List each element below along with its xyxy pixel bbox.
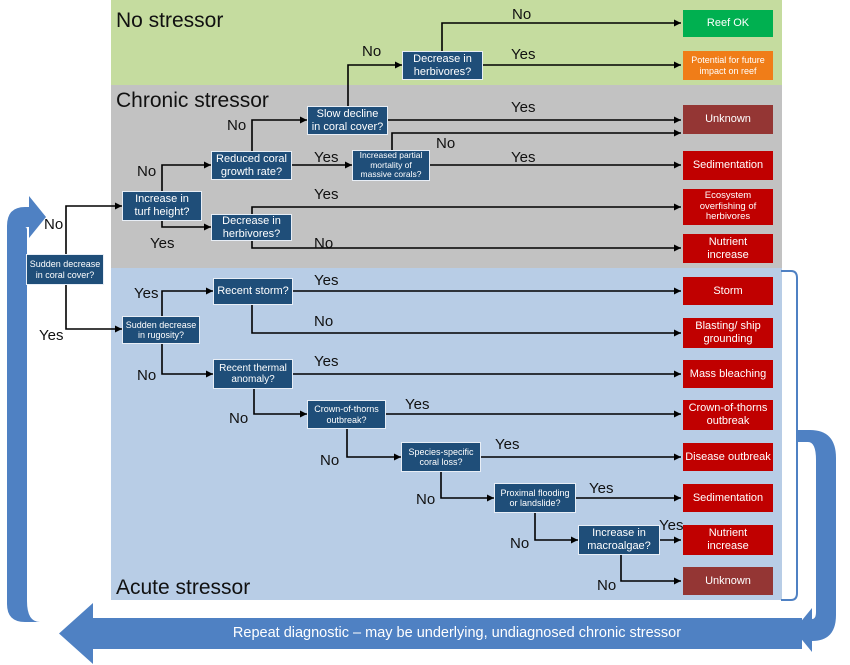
outcome-sedimentation-chronic: Sedimentation (683, 151, 773, 180)
outcome-storm: Storm (683, 277, 773, 305)
edge-label-yes: Yes (495, 436, 520, 453)
edge-label-no: No (512, 6, 532, 23)
edge-label-no: No (320, 452, 340, 469)
edge-label-yes: Yes (511, 149, 536, 166)
outcome-reef-ok: Reef OK (683, 10, 773, 37)
repeat-diagnostic-text: Repeat diagnostic – may be underlying, u… (232, 625, 682, 641)
loop-bracket-right (781, 270, 798, 601)
acute-stressor-zone (111, 268, 782, 600)
question-turf-height: Increase in turf height? (122, 191, 202, 221)
edge-flooding-to-macroalgae (534, 513, 578, 544)
edge-label-no: No (597, 577, 617, 594)
outcome-mass-bleaching: Mass bleaching (683, 360, 773, 388)
edge-label-no: No (227, 117, 247, 134)
edge-rugosity-to-thermal (161, 344, 213, 378)
edge-label-no: No (314, 313, 334, 330)
edge-label-yes: Yes (589, 480, 614, 497)
edge-label-yes: Yes (314, 353, 339, 370)
question-cots-outbreak: Crown-of-thorns outbreak? (307, 400, 386, 429)
edge-label-yes: Yes (314, 149, 339, 166)
edge-growth-to-decline (251, 116, 307, 151)
edge-storm-to-blasting (251, 305, 681, 337)
edge-label-yes: Yes (405, 396, 430, 413)
loop-arrow-bottom (59, 603, 802, 664)
edge-label-yes: Yes (659, 517, 684, 534)
edge-label-no: No (510, 535, 530, 552)
outcome-disease: Disease outbreak (683, 443, 773, 471)
edge-herbivores-to-nutrient (251, 241, 681, 252)
acute-stressor-label: Acute stressor (116, 576, 251, 599)
question-thermal-anomaly: Recent thermal anomaly? (213, 359, 293, 389)
edge-label-yes: Yes (134, 285, 159, 302)
edge-turf-to-growth (161, 161, 211, 191)
edge-coral-to-turf (65, 202, 122, 254)
edge-label-yes: Yes (39, 327, 64, 344)
edge-label-no: No (137, 367, 157, 384)
edge-species-to-flooding (440, 472, 494, 502)
edge-turf-to-herbivores (161, 221, 211, 231)
edge-partial-to-unknown (391, 129, 681, 150)
question-sudden-coral-cover: Sudden decrease in coral cover? (26, 254, 104, 285)
question-species-loss: Species-specific coral loss? (401, 442, 481, 472)
edge-label-no: No (44, 216, 64, 233)
question-herbivores-top: Decrease in herbivores? (402, 51, 483, 80)
outcome-unknown-chronic: Unknown (683, 105, 773, 134)
edge-decline-to-herbivores (347, 61, 402, 106)
edge-label-no: No (314, 235, 334, 252)
question-macroalgae: Increase in macroalgae? (578, 525, 660, 555)
edge-label-no: No (362, 43, 382, 60)
outcome-unknown-acute: Unknown (683, 567, 773, 595)
edge-label-no: No (416, 491, 436, 508)
outcome-overfishing: Ecosystem overfishing of herbivores (683, 189, 773, 225)
edge-label-yes: Yes (150, 235, 175, 252)
outcome-future-impact: Potential for future impact on reef (683, 51, 773, 80)
edge-label-yes: Yes (314, 186, 339, 203)
question-herbivores-mid: Decrease in herbivores? (211, 214, 292, 241)
edge-label-yes: Yes (314, 272, 339, 289)
question-rugosity: Sudden decrease in rugosity? (122, 316, 200, 344)
outcome-blasting: Blasting/ ship grounding (683, 318, 773, 348)
question-flooding-landslide: Proximal flooding or landslide? (494, 483, 576, 513)
edge-rugosity-to-storm (161, 287, 213, 316)
outcome-sedimentation-acute: Sedimentation (683, 484, 773, 512)
outcome-nutrient-acute: Nutrient increase (683, 525, 773, 555)
question-partial-mortality: Increased partial mortality of massive c… (352, 150, 430, 181)
edge-label-yes: Yes (511, 46, 536, 63)
edge-thermal-to-cots (253, 389, 307, 418)
outcome-cots: Crown-of-thorns outbreak (683, 400, 773, 430)
edge-label-no: No (137, 163, 157, 180)
no-stressor-label: No stressor (116, 9, 224, 32)
edge-herbivores-to-overfishing (251, 203, 681, 214)
edge-label-no: No (229, 410, 249, 427)
edge-cots-to-species (346, 429, 401, 461)
question-slow-decline: Slow decline in coral cover? (307, 106, 388, 135)
edge-label-yes: Yes (511, 99, 536, 116)
edge-label-no: No (436, 135, 456, 152)
question-reduced-growth: Reduced coral growth rate? (211, 151, 292, 180)
chronic-stressor-label: Chronic stressor (116, 89, 269, 112)
question-recent-storm: Recent storm? (213, 278, 293, 305)
edge-coral-to-rugosity (65, 285, 122, 333)
loop-arrow-right (794, 430, 836, 652)
edge-macroalgae-to-unknown (620, 555, 681, 585)
edge-herbivores-to-reefok (441, 19, 681, 51)
outcome-nutrient-chronic: Nutrient increase (683, 234, 773, 263)
loop-arrow-left (7, 196, 59, 622)
